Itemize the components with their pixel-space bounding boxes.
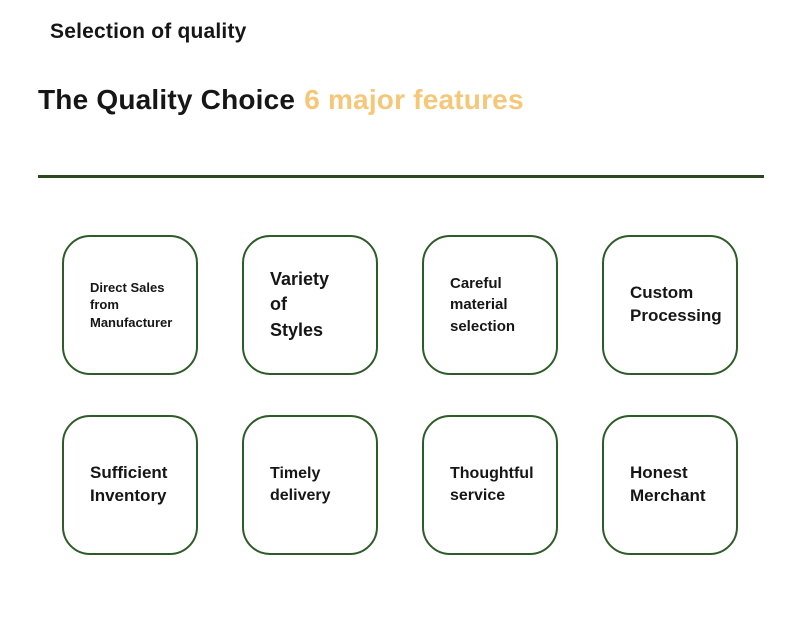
feature-card-label: Timely delivery (270, 465, 331, 504)
feature-card-label: Thoughtful service (450, 465, 534, 504)
feature-card-label: Variety of Styles (270, 268, 330, 340)
feature-card-thoughtful-service: Thoughtful service (422, 415, 558, 555)
feature-card-grid: Direct Sales from Manufacturer Variety o… (62, 235, 738, 555)
feature-card-label: Careful material selection (450, 275, 516, 335)
page-title: The Quality Choice 6 major features (38, 84, 524, 116)
section-divider (38, 175, 764, 178)
feature-card-timely-delivery: Timely delivery (242, 415, 378, 555)
feature-card-direct-sales: Direct Sales from Manufacturer (62, 235, 198, 375)
feature-card-label: Honest Merchant (630, 463, 706, 505)
feature-card-label: Sufficient Inventory (90, 463, 168, 505)
eyebrow-title: Selection of quality (50, 20, 247, 43)
feature-card-label: Direct Sales from Manufacturer (90, 279, 173, 330)
feature-card-sufficient-inventory: Sufficient Inventory (62, 415, 198, 555)
feature-card-careful-material: Careful material selection (422, 235, 558, 375)
feature-card-row-1: Direct Sales from Manufacturer Variety o… (62, 235, 738, 375)
page-title-main: The Quality Choice (38, 84, 296, 115)
feature-card-variety-of-styles: Variety of Styles (242, 235, 378, 375)
feature-card-custom-processing: Custom Processing (602, 235, 738, 375)
feature-card-label: Custom Processing (630, 283, 722, 325)
feature-card-row-2: Sufficient Inventory Timely delivery Tho… (62, 415, 738, 555)
feature-card-honest-merchant: Honest Merchant (602, 415, 738, 555)
page-title-accent: 6 major features (304, 84, 524, 115)
